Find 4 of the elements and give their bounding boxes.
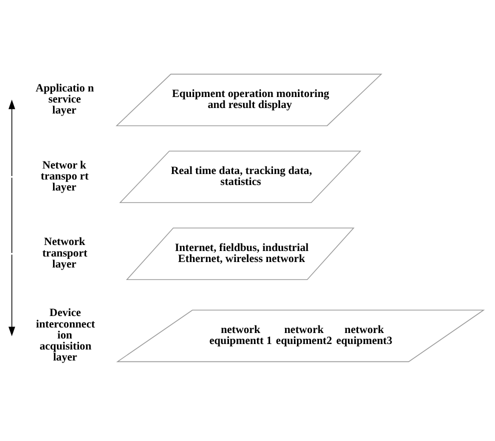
label: Network transport layer bbox=[42, 236, 88, 270]
label: Device interconnect ion acquisition layer bbox=[36, 307, 95, 364]
label: Applicatio n service layer bbox=[36, 82, 94, 117]
label: Networ k transpo rt layer bbox=[40, 159, 89, 194]
